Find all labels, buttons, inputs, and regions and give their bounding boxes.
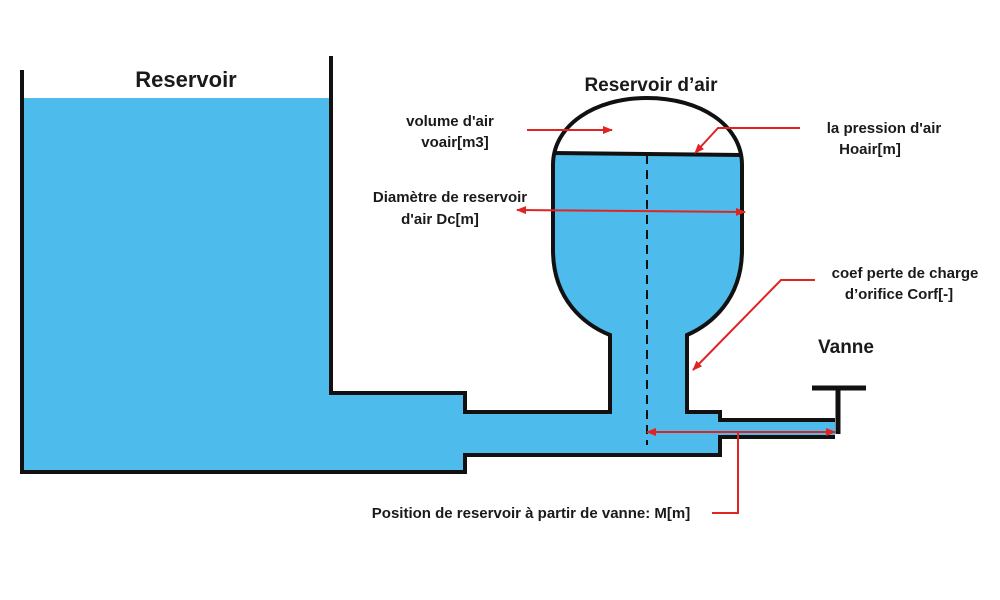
diameter-arrow <box>516 206 746 216</box>
diameter-label-line1: Diamètre de reservoir <box>373 189 527 206</box>
air-reservoir-label: Reservoir d’air <box>584 75 718 96</box>
air-water-surface <box>552 151 743 157</box>
diameter-label-line2: d'air Dc[m] <box>401 211 479 228</box>
orifice-arrow <box>692 279 815 371</box>
air-volume-label-line2: voair[m3] <box>421 134 489 151</box>
reservoir-right-wall <box>329 56 835 422</box>
valve-icon <box>812 385 866 434</box>
position-label: Position de reservoir à partir de vanne:… <box>372 505 690 522</box>
valve-label: Vanne <box>818 337 874 358</box>
position-leader <box>712 432 739 514</box>
air-pressure-label-line1: la pression d'air <box>827 120 942 137</box>
annotations <box>516 126 836 514</box>
air-volume-label-line1: volume d'air <box>406 113 494 130</box>
air-pressure-arrow <box>694 127 800 154</box>
orifice-label-line1: coef perte de charge <box>832 265 979 282</box>
outlines <box>20 56 866 474</box>
orifice-label-line2: d’orifice Corf[-] <box>845 286 953 303</box>
reservoir-walls <box>20 70 835 474</box>
reservoir-label: Reservoir <box>135 67 237 92</box>
reservoir-water <box>22 98 835 472</box>
air-pressure-label-line2: Hoair[m] <box>839 141 901 158</box>
